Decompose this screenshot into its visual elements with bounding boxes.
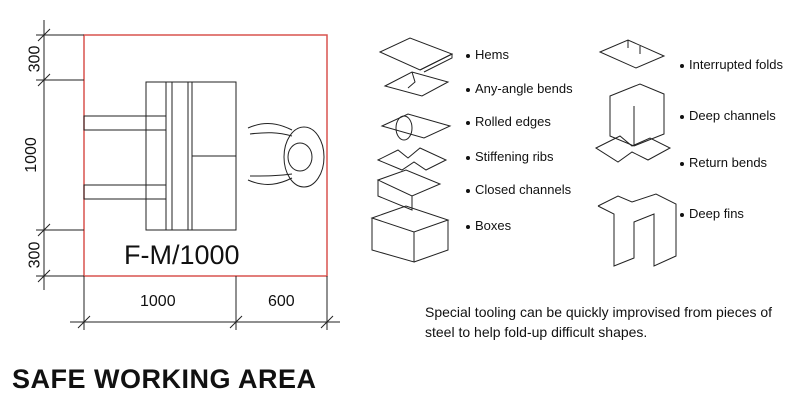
operator-figure <box>247 123 325 188</box>
folding-machine-plan <box>83 81 237 231</box>
bend-label: Deep fins <box>680 206 744 222</box>
caption: Special tooling can be quickly improvise… <box>425 304 773 340</box>
bend-label: Return bends <box>680 155 767 171</box>
bend-label: Any-angle bends <box>466 81 573 97</box>
safe-working-area-boundary <box>83 34 328 277</box>
bend-label: Stiffening ribs <box>466 149 554 165</box>
plan-label: F-M/1000 <box>124 240 240 270</box>
bend-label: Rolled edges <box>466 114 551 130</box>
bottom-dimension-lines <box>70 276 340 330</box>
bend-label: Boxes <box>466 218 511 234</box>
page-title: SAFE WORKING AREA <box>12 364 317 394</box>
bend-label: Closed channels <box>466 182 571 198</box>
left-dimension-lines <box>36 20 84 290</box>
dim-top-height: 300 <box>26 45 44 73</box>
bend-label: Hems <box>466 47 509 63</box>
dim-bottom-width-left: 1000 <box>140 293 176 310</box>
bend-sketches-left <box>370 37 454 263</box>
bend-label: Deep channels <box>680 108 776 124</box>
dim-bottom-height: 300 <box>26 241 44 269</box>
bend-sketches-right <box>594 39 677 267</box>
bend-label: Interrupted folds <box>680 57 783 73</box>
dim-middle-height: 1000 <box>22 137 40 173</box>
dim-bottom-width-right: 600 <box>268 293 295 310</box>
